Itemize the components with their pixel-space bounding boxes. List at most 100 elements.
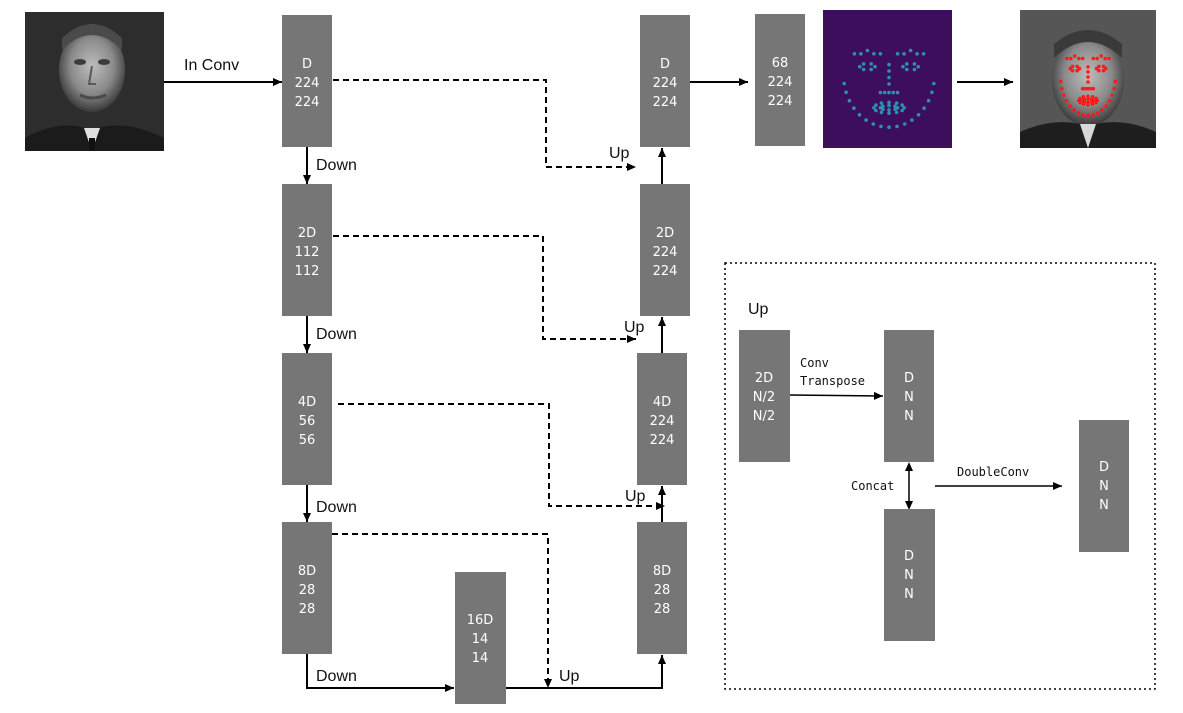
block-line: N/2 — [753, 409, 775, 424]
heatmap-point — [895, 124, 899, 129]
heatmap-point — [852, 52, 857, 56]
decoder-block-4: 8D 28 28 — [637, 522, 687, 654]
heatmap-point — [861, 67, 866, 72]
landmark-point — [1107, 56, 1111, 61]
block-line: N — [904, 587, 914, 602]
heatmap-point — [881, 104, 885, 108]
landmark-point — [1086, 80, 1090, 84]
skip-connection-1 — [333, 79, 636, 171]
landmark-point — [1086, 102, 1090, 107]
heatmap-point — [887, 108, 891, 112]
landmark-point — [1107, 99, 1112, 103]
block-line: 28 — [654, 583, 671, 598]
heatmap-point — [930, 90, 934, 95]
heatmap-point — [857, 113, 862, 117]
heatmap-point — [891, 90, 896, 95]
landmark-point — [1078, 96, 1082, 101]
landmark-point — [1086, 86, 1090, 91]
landmark-point — [1086, 94, 1090, 99]
heatmap-point — [926, 98, 931, 103]
inset-skip-block: D N N — [884, 509, 935, 641]
landmark-point — [1086, 113, 1090, 118]
heatmap-point — [894, 101, 899, 105]
landmark-point — [1086, 100, 1090, 104]
doubleconv-label: DoubleConv — [957, 465, 1029, 479]
encoder-block-2: 2D 112 112 — [282, 184, 332, 316]
heatmap-point — [879, 124, 883, 129]
landmark-point — [1086, 70, 1090, 74]
heatmap-point — [887, 62, 891, 67]
inset-title: Up — [748, 301, 769, 318]
block-line: 2D — [755, 371, 773, 386]
block-line: 224 — [650, 414, 675, 429]
conv-transpose-label: Transpose — [800, 374, 865, 388]
landmark-point — [1100, 108, 1104, 112]
landmark-point — [1113, 79, 1118, 84]
heatmap-point — [893, 107, 897, 112]
landmark-point — [1060, 86, 1064, 91]
heatmap-point — [887, 111, 891, 115]
block-line: 224 — [650, 433, 675, 448]
heatmap-point — [916, 64, 920, 69]
landmark-point — [1094, 96, 1098, 101]
heatmap-point — [873, 64, 877, 69]
landmark-point — [1065, 56, 1069, 61]
heatmap-point — [887, 75, 891, 80]
up-detail-inset — [724, 262, 1156, 690]
heatmap-point — [878, 52, 883, 56]
encoder-block-1: D 224 224 — [282, 15, 332, 147]
heatmap-point — [874, 103, 878, 107]
skip-connection-2 — [333, 235, 636, 343]
landmark-point — [1077, 66, 1082, 71]
landmark-point — [1112, 86, 1116, 91]
heatmap-point — [916, 113, 921, 117]
landmark-point — [1069, 56, 1073, 61]
landmark-point — [1086, 97, 1090, 101]
block-line: 8D — [653, 564, 671, 579]
heatmap-point — [887, 103, 891, 108]
heatmap-point — [915, 52, 919, 56]
block-line: 224 — [768, 94, 793, 109]
block-line: 112 — [295, 264, 320, 279]
heatmap-point — [900, 103, 904, 107]
heatmap-point — [865, 48, 870, 53]
landmark-point — [1110, 93, 1114, 97]
encoder-block-4: 8D 28 28 — [282, 522, 332, 654]
up-label: Up — [625, 488, 646, 505]
block-line: 28 — [299, 583, 316, 598]
landmark-point — [1077, 56, 1081, 61]
landmark-point — [1091, 113, 1095, 117]
heatmap-point — [902, 52, 906, 56]
landmark-point — [1104, 104, 1108, 108]
decoder-block-1: D 224 224 — [640, 15, 690, 147]
landmark-point — [1091, 86, 1096, 91]
block-line: N — [904, 568, 914, 583]
heatmap-point — [887, 90, 891, 95]
block-line: 8D — [298, 564, 316, 579]
heatmap-point — [869, 67, 873, 72]
encoder-block-3: 4D 56 56 — [282, 353, 332, 485]
output-block: 68 224 224 — [755, 14, 805, 146]
heatmap-point — [887, 69, 891, 73]
block-line: 224 — [295, 95, 320, 110]
heatmap-point — [905, 67, 909, 72]
down-label: Down — [316, 326, 357, 343]
heatmap-point — [847, 98, 852, 103]
heatmap-point — [878, 90, 883, 95]
heatmap-point — [861, 62, 866, 66]
heatmap-point — [852, 106, 856, 110]
heatmap-point — [842, 81, 846, 86]
block-line: N — [1099, 498, 1109, 513]
decoder-block-2: 2D 224 224 — [640, 184, 690, 316]
landmark-point — [1101, 64, 1106, 69]
heatmap-point — [901, 64, 905, 69]
landmark-point — [1076, 111, 1081, 115]
conv-transpose-arrow — [789, 391, 884, 400]
landmark-point — [1094, 66, 1099, 71]
heatmap-image — [823, 10, 952, 148]
bottleneck-block: 16D 14 14 — [455, 572, 506, 704]
landmark-point — [1075, 64, 1079, 69]
heatmap-point — [912, 62, 917, 66]
heatmap-point — [872, 106, 876, 110]
block-line: D — [1099, 460, 1109, 475]
